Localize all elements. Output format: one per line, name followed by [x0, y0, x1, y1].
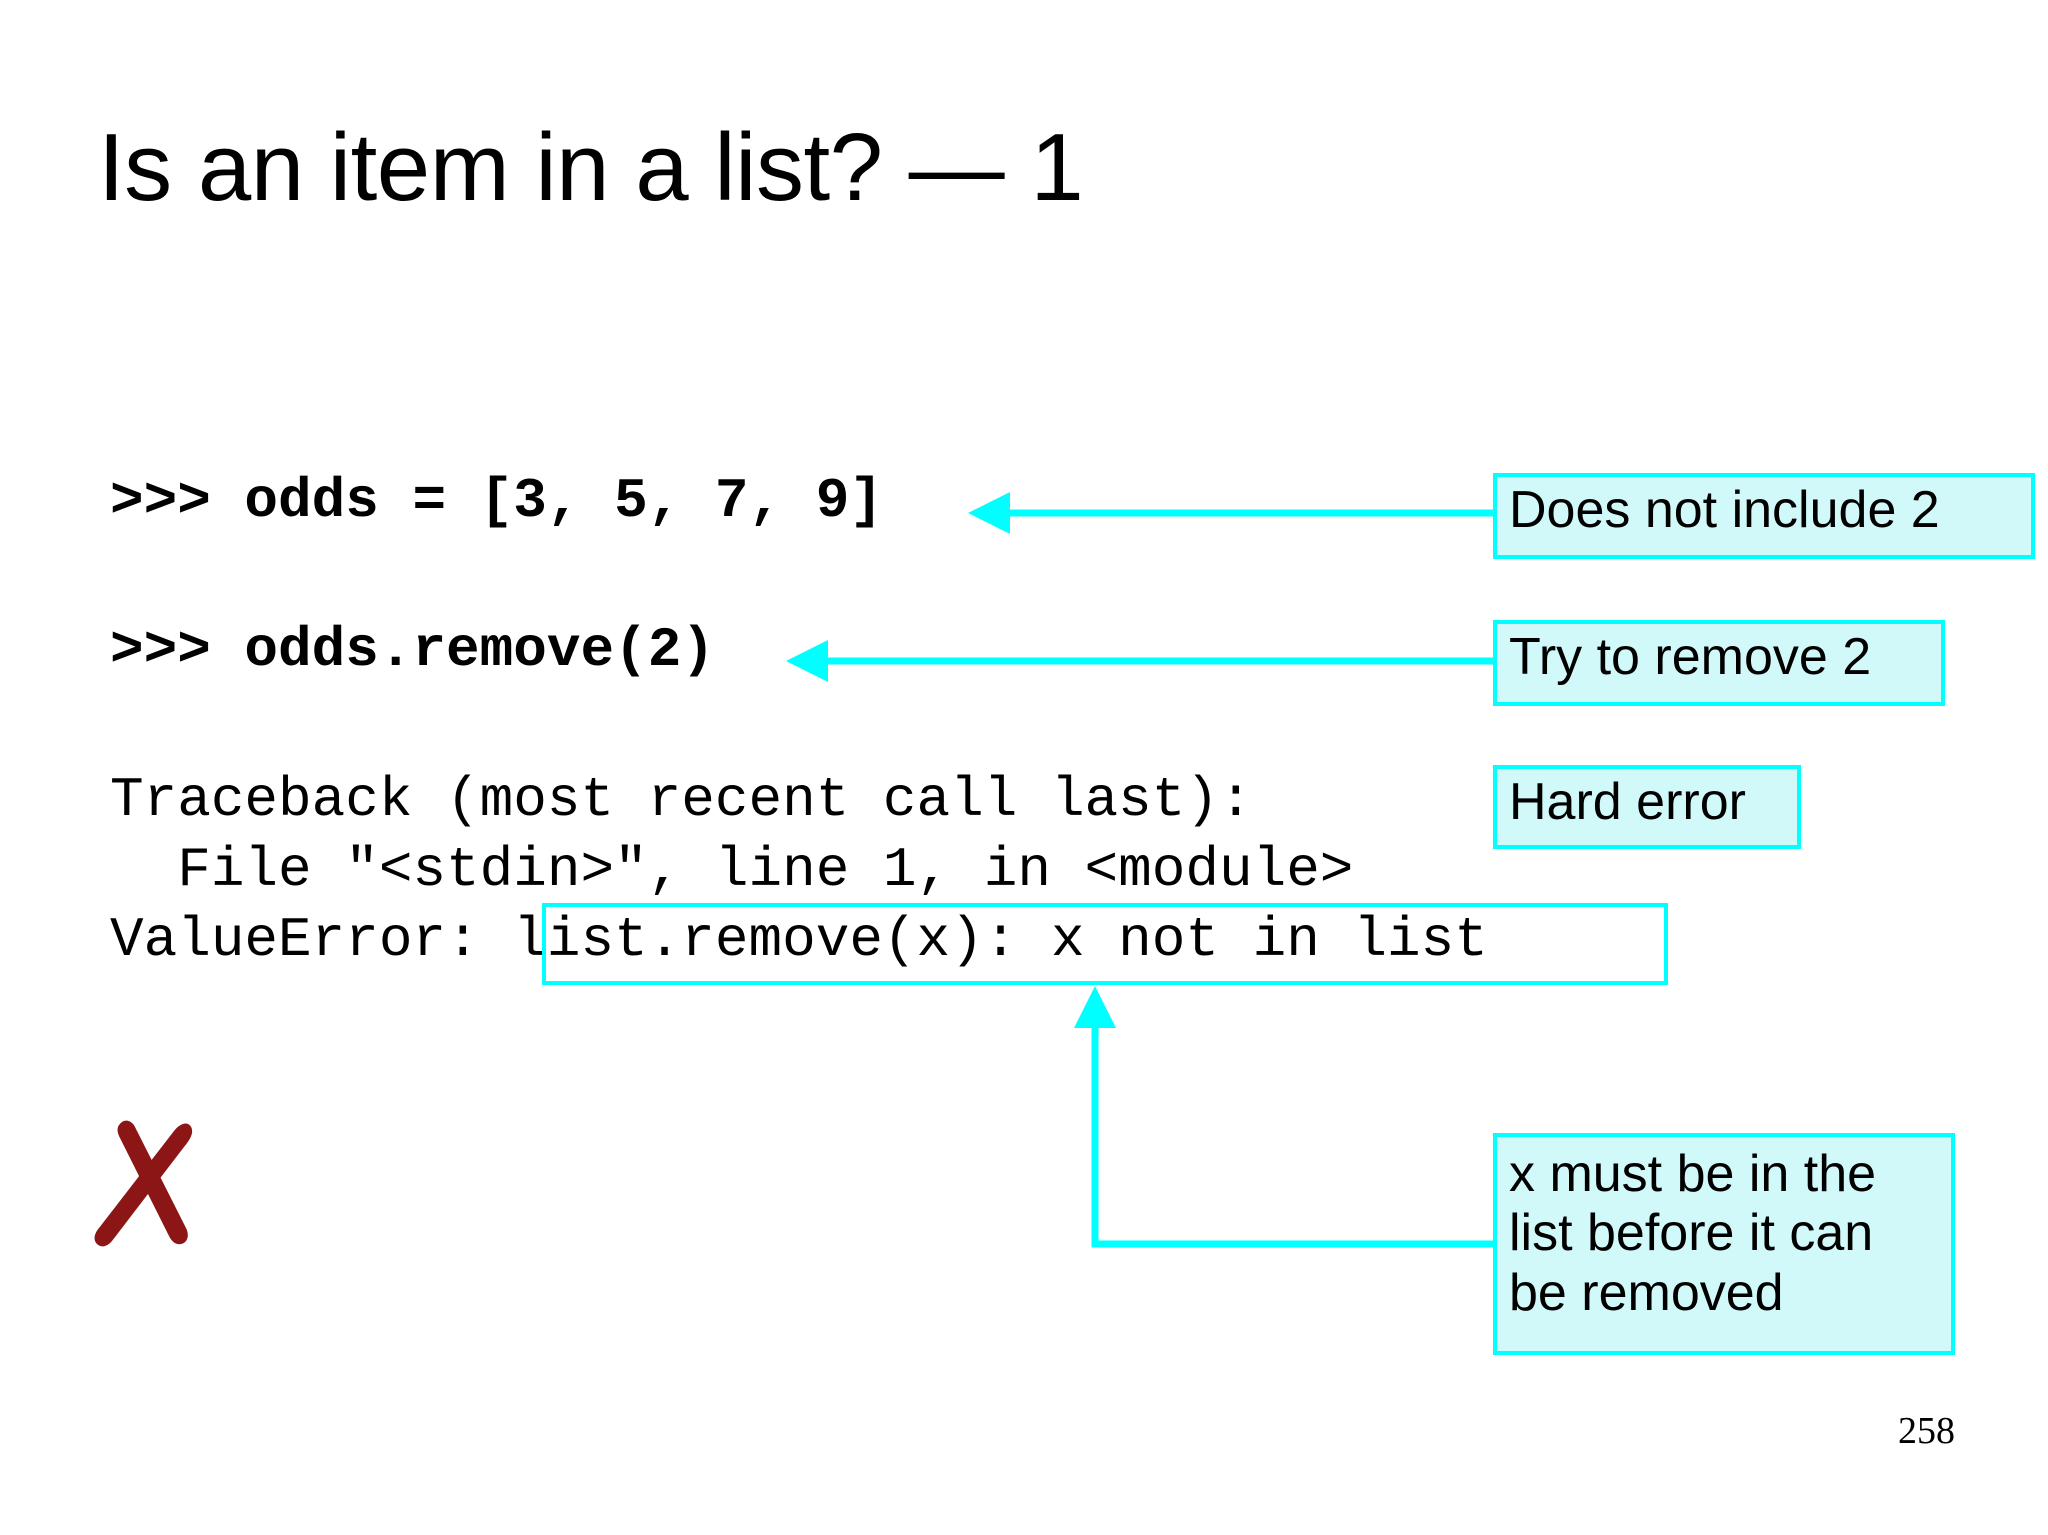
traceback-file-line: File "<stdin>", line 1, in <module> [110, 838, 1354, 902]
arrow-to-remove-call [786, 640, 1493, 682]
traceback-header-line: Traceback (most recent call last): [110, 768, 1253, 832]
code-line-assignment: >>> odds = [3, 5, 7, 9] [110, 469, 883, 533]
arrow-elbow-to-error-box [1074, 986, 1493, 1248]
arrow-to-list-literal [968, 492, 1493, 534]
callout-try-to-remove-2: Try to remove 2 [1493, 620, 1945, 706]
code-line-remove-call: >>> odds.remove(2) [110, 618, 715, 682]
traceback-valueerror-line: ValueError: list.remove(x): x not in lis… [110, 908, 1488, 972]
callout-hard-error: Hard error [1493, 765, 1801, 849]
error-message-highlight-box [542, 903, 1668, 985]
page-title: Is an item in a list? — 1 [98, 114, 1084, 221]
x-cross-mark-icon [94, 1120, 193, 1247]
callout-x-must-be-in-list: x must be in the list before it can be r… [1493, 1133, 1955, 1355]
page-number: 258 [1898, 1410, 1955, 1452]
callout-does-not-include-2: Does not include 2 [1493, 473, 2035, 559]
